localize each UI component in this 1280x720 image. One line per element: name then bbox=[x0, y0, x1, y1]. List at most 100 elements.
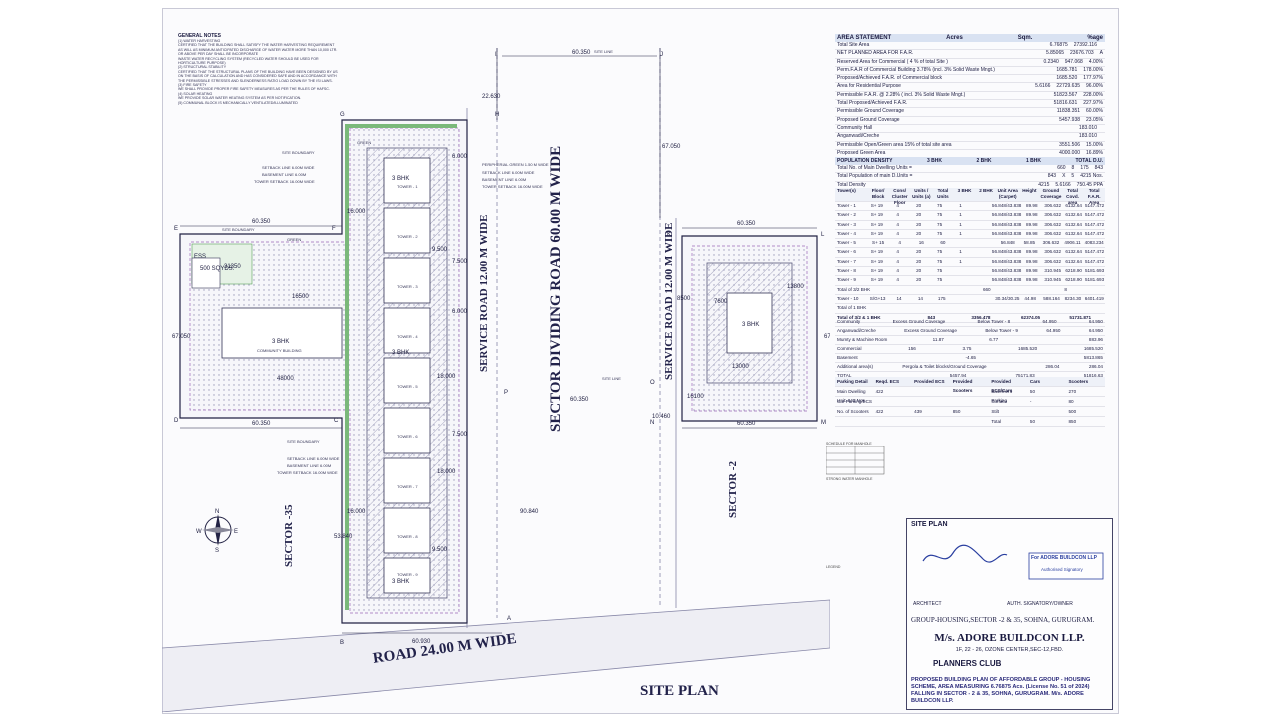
tower-header-cell: 2 BHK bbox=[979, 188, 994, 193]
parking-h-cars: Provided ECS/Cars bbox=[991, 379, 1013, 393]
note-5: CERTIFIED THAT THE STRUCTURAL PLANS OF T… bbox=[178, 69, 338, 83]
parking-h-scooter: Provided Scooters bbox=[952, 379, 973, 393]
pop-row2-label: Total Population of main D.Units = bbox=[837, 173, 913, 180]
area-row-note: 228.00% bbox=[1083, 91, 1103, 98]
tower-3-label: TOWER - 3 bbox=[397, 284, 418, 289]
tower-cell: 56.848/43.838 bbox=[991, 221, 1022, 227]
area-row-label: Perm.F.A.R of Commercial Building 3.78% … bbox=[837, 66, 995, 73]
tower-cell: 6132.64 bbox=[1065, 203, 1082, 208]
area-row-label: Anganwadi/Creche bbox=[837, 133, 880, 140]
tower-cell: 75 bbox=[937, 212, 943, 218]
area-row-sqm: 3551.506 bbox=[1059, 141, 1081, 148]
tower-10-cell: S/G+13 bbox=[869, 295, 886, 301]
parking-h-scoot2: Scooters bbox=[1068, 379, 1089, 384]
point-I: I bbox=[495, 52, 497, 58]
area-row-sqm: 183.010 bbox=[1078, 133, 1097, 140]
area-row-note: 16.89% bbox=[1086, 149, 1103, 156]
tower-total-1-label: Total of 1 BHK bbox=[837, 305, 867, 311]
manhole-schedule: SCHEDULE FOR MANHOLE STRONG WATER MANHOL… bbox=[825, 442, 886, 481]
parking-cell bbox=[1028, 407, 1067, 416]
tower-10-cell bbox=[974, 295, 995, 303]
green-belt-label: PERIPHERIAL GREEN 1.50 M WIDE bbox=[482, 162, 549, 167]
title-block: SITE PLAN For ADORE BUILDCON LLP Authori… bbox=[906, 518, 1113, 710]
tower-10-cell: 14 bbox=[896, 295, 902, 301]
area-row-sqm: 22729.635 bbox=[1056, 83, 1081, 90]
tower-cell: 1 bbox=[959, 203, 962, 208]
tower-cell bbox=[950, 276, 971, 284]
point-M: M bbox=[821, 420, 826, 426]
dim-67050-road: 67.050 bbox=[662, 144, 681, 150]
extra-note: 3.75 bbox=[962, 346, 972, 351]
setback-label-top: SETBACK LINE 6.00M WIDE bbox=[262, 165, 315, 170]
tower-10-cell bbox=[952, 295, 973, 303]
site-plan-drawing: 60.350 60.350 60.350 60.930 60.350 60.35… bbox=[162, 48, 830, 712]
pop-row1-b: 8 bbox=[1071, 165, 1075, 171]
point-H: H bbox=[495, 112, 499, 118]
point-J: J bbox=[660, 52, 663, 58]
population-title: POPULATION DENSITY bbox=[837, 158, 893, 164]
tower-cell: 5181.693 bbox=[1085, 268, 1105, 274]
extra-row: Additional area(s)Pergola & Toilet block… bbox=[835, 363, 1105, 372]
architect-signature-icon bbox=[922, 544, 1008, 563]
tower-cell: S+ 19 bbox=[870, 268, 883, 274]
dim-13800: 13800 bbox=[787, 284, 804, 290]
dim-7600: 7600 bbox=[714, 299, 728, 305]
tower-total-32-b: 8 bbox=[1064, 286, 1067, 292]
bhk-label-2: 3 BHK bbox=[392, 350, 409, 356]
tower-header-cell: Units / Units (a) bbox=[912, 188, 931, 199]
tower-cell: 1 bbox=[959, 230, 962, 236]
tower-cell bbox=[950, 267, 971, 275]
tower-cell: 16 bbox=[918, 240, 924, 246]
tower-cell: 6132.64 bbox=[1065, 212, 1082, 218]
point-L: L bbox=[821, 232, 825, 238]
parking-cell: 850 bbox=[952, 409, 961, 414]
tower-10-cell: 6401.419 bbox=[1084, 295, 1104, 301]
tower-cell: 56.848/43.838 bbox=[991, 230, 1022, 236]
extra-mid: Excess Ground Coverage bbox=[904, 328, 957, 333]
dim-60350-bottom: 60.350 bbox=[252, 421, 271, 427]
dim-53840: 53.840 bbox=[334, 534, 353, 540]
pop-density-label: Total Density bbox=[837, 181, 866, 188]
dim-31350: 31350 bbox=[224, 264, 241, 270]
tower-cell: 6132.64 bbox=[1065, 249, 1082, 255]
schedule-grid bbox=[825, 445, 885, 475]
area-row-sqm: 183.010 bbox=[1078, 124, 1097, 131]
area-row-note: 96.00% bbox=[1086, 83, 1103, 90]
tower-setback-top: TOWER SETBACK 16.00M WIDE bbox=[254, 179, 315, 184]
tower-2-label: TOWER - 2 bbox=[397, 234, 418, 239]
tower-cell: 1 bbox=[959, 258, 962, 264]
compass-e: E bbox=[234, 529, 238, 535]
green-belt-top bbox=[345, 124, 457, 128]
parking-cell bbox=[874, 417, 913, 426]
area-col-acres: Acres bbox=[946, 35, 963, 41]
tower-cell: 4 bbox=[896, 268, 899, 274]
tower-10-cell: 14 bbox=[917, 295, 923, 301]
extra-label: Community bbox=[837, 319, 861, 324]
point-F: F bbox=[332, 226, 336, 232]
tower-10-cell: 44.98 bbox=[1024, 295, 1036, 301]
extra-label: Additional area(s) bbox=[837, 364, 874, 369]
dim-60350-right-bottom: 60.350 bbox=[737, 421, 756, 427]
tower-cell: 306.632 bbox=[1044, 249, 1062, 255]
area-statement-header: AREA STATEMENT Acres Sqm. %age bbox=[835, 34, 1105, 42]
area-col-sqm: Sqm. bbox=[1017, 35, 1033, 41]
ess-label: ESS bbox=[194, 254, 206, 260]
stamp-authorised: Authorised Signatory bbox=[1041, 567, 1083, 572]
tower-cell: 4 bbox=[896, 258, 899, 264]
stamp-for-company: For ADORE BUILDCON LLP bbox=[1031, 555, 1097, 561]
pop-density-c: 750.45 PPA bbox=[1076, 181, 1103, 188]
legend-block: LEGEND bbox=[826, 565, 840, 569]
bhk-label-left: 3 BHK bbox=[272, 339, 289, 345]
ess-block bbox=[191, 257, 221, 289]
dim-18000-a: 18.000 bbox=[437, 374, 456, 380]
point-N: N bbox=[650, 420, 654, 426]
bhk-label-1: 3 BHK bbox=[392, 176, 409, 182]
